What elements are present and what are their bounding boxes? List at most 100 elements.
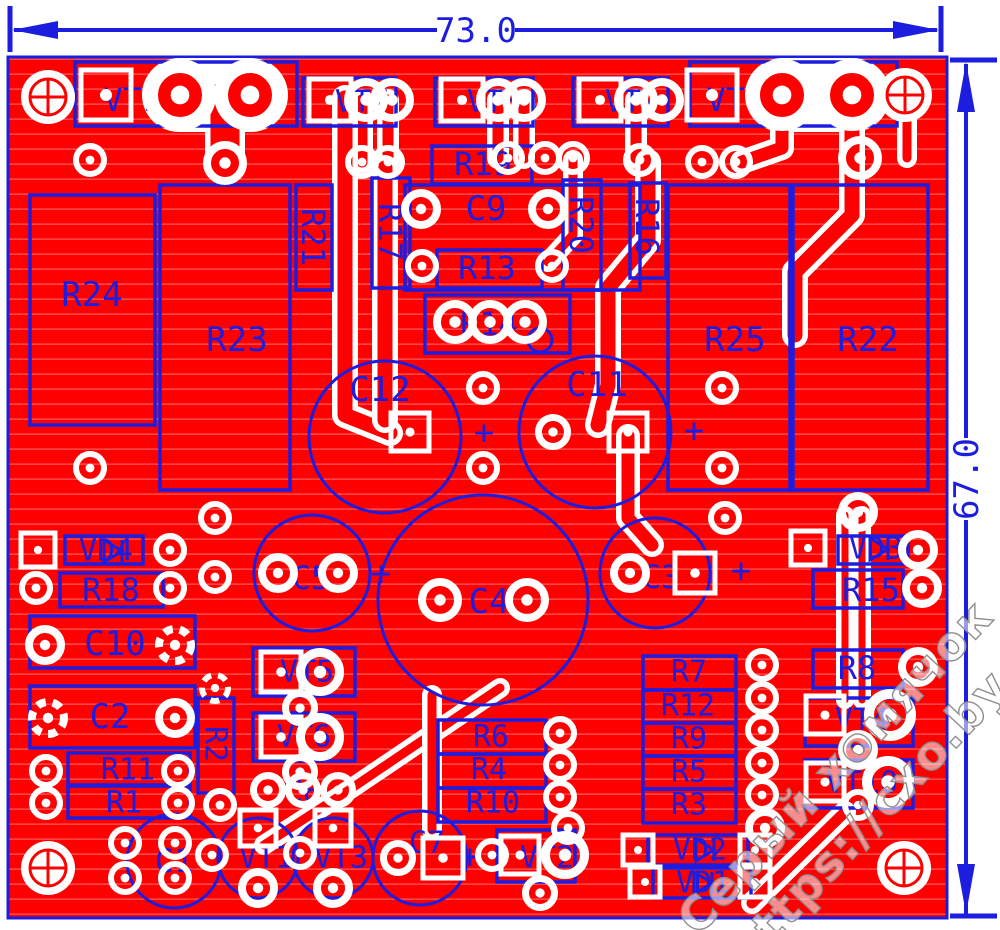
drill-hole (386, 94, 398, 106)
drill-hole (39, 639, 51, 651)
round-pad (535, 249, 569, 283)
outline-c12 (307, 359, 463, 515)
square-pad (78, 67, 134, 123)
drill-hole (215, 800, 225, 810)
square-pad (258, 714, 304, 760)
drill-hole (295, 703, 305, 713)
drill-hole (42, 712, 54, 724)
drill-hole (173, 766, 183, 776)
drill-hole (276, 732, 286, 742)
drill-hole (820, 777, 830, 787)
round-pad (214, 59, 286, 131)
round-pad (745, 808, 785, 848)
label-r25: R25 (704, 320, 765, 360)
drill-hole (555, 728, 565, 738)
round-pad (535, 414, 571, 450)
round-pad (108, 861, 142, 895)
outline-r14 (423, 293, 572, 355)
round-pad (543, 780, 577, 814)
round-pad (708, 501, 742, 535)
round-pad (203, 141, 247, 185)
drill-hole (478, 463, 488, 473)
drill-hole (656, 94, 668, 106)
drill-hole (210, 572, 220, 582)
round-pad (258, 553, 298, 593)
drill-hole (253, 823, 263, 833)
label-r22: R22 (837, 320, 898, 360)
drill-hole (853, 800, 863, 810)
drill-hole (327, 882, 339, 894)
round-pad (476, 78, 520, 122)
drill-hole (169, 712, 181, 724)
label-r11: R11 (101, 753, 155, 788)
round-pad (161, 786, 195, 820)
drill-hole (100, 89, 112, 101)
drill-hole (169, 639, 181, 651)
drill-hole (757, 725, 767, 735)
round-pad (745, 746, 779, 780)
outline-vd1 (651, 866, 753, 900)
label-r19: R19 (454, 145, 512, 183)
outline-r20 (561, 178, 603, 292)
label-r13: R13 (458, 249, 516, 287)
drill-hole (165, 545, 175, 555)
drill-hole (120, 838, 130, 848)
round-pad (203, 788, 237, 822)
drill-hole (405, 427, 415, 437)
drill-hole (568, 153, 578, 163)
drill-hole (31, 583, 41, 593)
drill-hole (772, 85, 792, 105)
label-r12: R12 (661, 689, 715, 724)
drill-hole (630, 94, 642, 106)
label-c11: C11 (566, 365, 627, 405)
drill-hole (33, 545, 43, 555)
square-pad (803, 760, 847, 804)
diode-symbol-icon (692, 869, 715, 897)
drill-hole (594, 94, 606, 106)
drill-hole (759, 822, 771, 834)
drill-hole (757, 790, 767, 800)
label-r10: R10 (466, 786, 520, 821)
round-pad (503, 300, 547, 344)
square-pad (420, 835, 466, 881)
drill-hole (41, 766, 51, 776)
round-pad (685, 145, 719, 179)
drill-hole (393, 853, 403, 863)
drill-hole (173, 798, 183, 808)
drill-hole (328, 823, 338, 833)
drill-hole (484, 316, 496, 328)
drill-hole (219, 157, 231, 169)
drill-hole (881, 775, 895, 789)
diode-symbol-icon (868, 535, 891, 563)
round-pad (898, 530, 938, 570)
round-pad (475, 838, 509, 872)
round-pad (502, 78, 546, 122)
drill-hole (558, 848, 572, 862)
drill-hole (555, 760, 565, 770)
board-height-value: 67.0 (947, 438, 987, 520)
round-pad (522, 875, 558, 911)
drill-hole (313, 665, 327, 679)
round-pad (283, 836, 317, 870)
dim-arrow-up-icon (957, 62, 975, 112)
label-r21: R21 (294, 208, 332, 266)
round-pad (466, 371, 500, 405)
square-pad (258, 649, 304, 695)
square-pad (788, 528, 828, 568)
drill-hole (333, 785, 343, 795)
round-pad (19, 571, 53, 605)
square-pad (606, 410, 650, 454)
round-pad (370, 78, 414, 122)
round-pad (153, 571, 187, 605)
drill-hole (210, 683, 220, 693)
drill-hole (272, 567, 284, 579)
drill-hole (717, 463, 727, 473)
trace-copper (621, 429, 659, 552)
round-pad (551, 811, 585, 845)
drill-hole (487, 850, 497, 860)
label-vd1: VD1 (676, 866, 730, 901)
drill-hole (434, 594, 446, 606)
drill-hole (623, 427, 633, 437)
